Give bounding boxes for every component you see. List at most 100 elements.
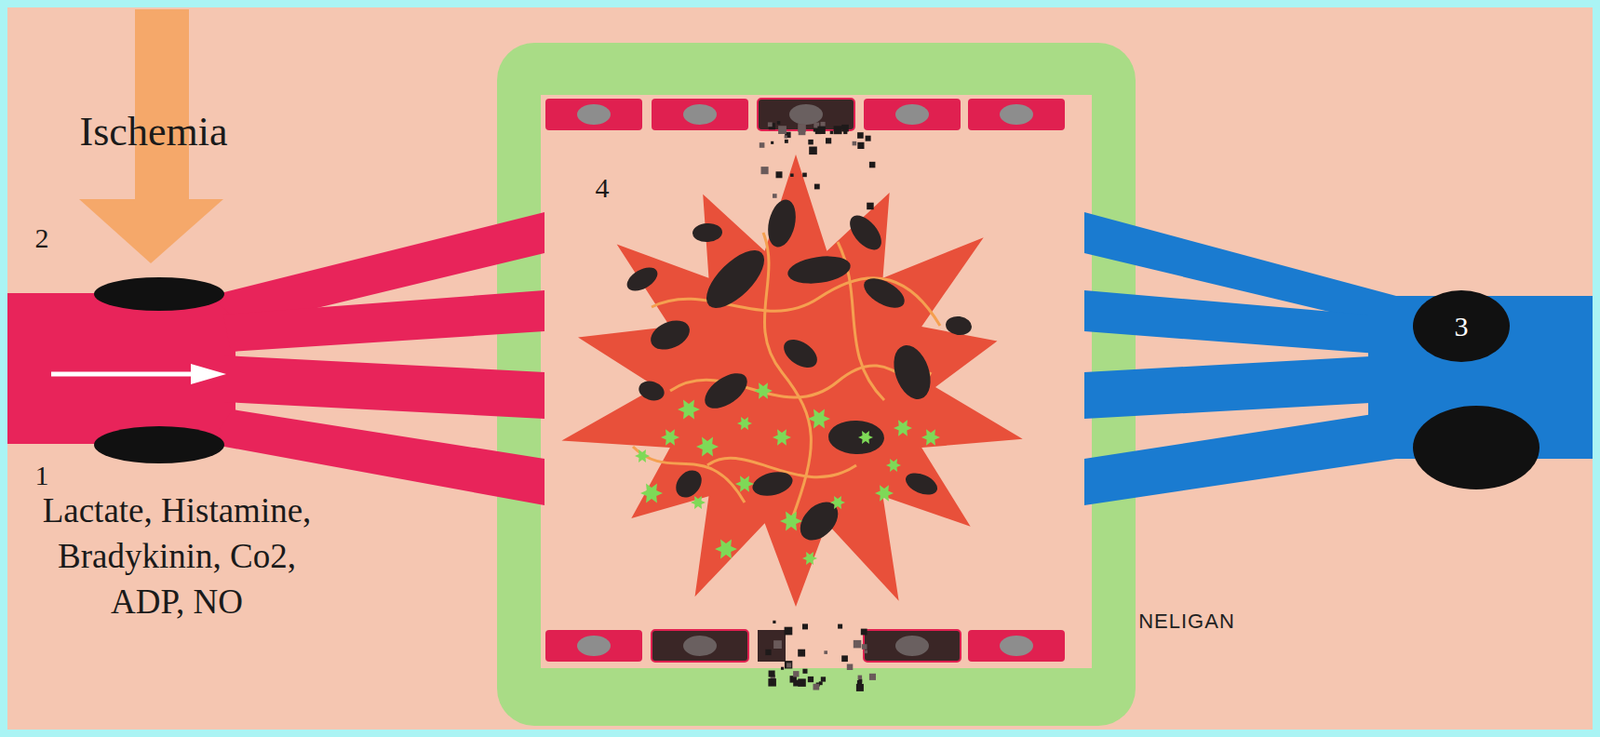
- debris-particle: [841, 124, 849, 133]
- green-granule: [886, 458, 901, 472]
- endothelial-cell: [968, 98, 1065, 131]
- green-granule: [874, 484, 894, 501]
- necrosis-patch: [944, 314, 973, 337]
- ischemia-label: Ischemia: [55, 107, 252, 157]
- flow-arrowhead: [190, 363, 227, 385]
- green-granule: [660, 429, 680, 445]
- cell-nucleus: [683, 104, 717, 125]
- endothelial-cell: [968, 630, 1065, 662]
- cell-nucleus: [895, 635, 929, 657]
- debris-particle: [784, 627, 794, 636]
- endothelial-cell: [651, 98, 749, 131]
- clamp-oval: [1412, 405, 1540, 490]
- debris-particle: [807, 139, 814, 146]
- endothelial-cell: [545, 630, 643, 662]
- green-granule: [640, 484, 663, 504]
- debris-particle: [776, 171, 783, 178]
- necrotic-core: [561, 154, 1022, 607]
- necrosis-patch: [887, 340, 938, 404]
- green-granule: [677, 400, 700, 420]
- green-granule: [714, 539, 738, 560]
- debris-particle: [858, 675, 863, 681]
- vein-clamp-oval: 3: [1412, 290, 1510, 363]
- debris-particle: [786, 662, 792, 668]
- debris-particle: [772, 193, 778, 199]
- debris-particle: [852, 141, 858, 147]
- debris-particle: [765, 649, 771, 656]
- damaged-cell: [757, 98, 855, 131]
- ischemia-arrow: [134, 9, 189, 202]
- debris-particle: [817, 126, 825, 135]
- debris-particle: [772, 620, 776, 624]
- debris-particle: [784, 134, 788, 138]
- clamp-oval: [94, 426, 225, 464]
- debris-particle: [853, 640, 862, 649]
- debris-particle: [793, 671, 799, 677]
- green-granule: [921, 429, 941, 445]
- debris-particle: [808, 147, 818, 156]
- debris-particle: [869, 161, 876, 169]
- debris-particle: [864, 650, 869, 655]
- cell-debris: [759, 121, 876, 692]
- damaged-cell: [651, 630, 749, 662]
- debris-particle: [825, 137, 832, 144]
- necrosis-patch: [764, 197, 801, 251]
- endothelial-cell: [863, 98, 961, 131]
- green-granule: [858, 430, 874, 444]
- green-granule: [802, 551, 818, 565]
- cell-nucleus: [999, 635, 1034, 657]
- necrosis-patch: [779, 334, 823, 374]
- debris-particle: [767, 678, 777, 687]
- necrosis-patch: [697, 241, 774, 318]
- debris-particle: [798, 128, 807, 136]
- damaged-cell: [757, 630, 786, 662]
- damaged-cell: [863, 630, 961, 662]
- green-granule: [753, 382, 773, 399]
- debris-particle: [823, 650, 828, 655]
- mediator-list: Lactate, Histamine, Bradykinin, Co2, ADP…: [27, 487, 326, 625]
- cell-nucleus: [683, 635, 717, 657]
- debris-particle: [820, 121, 826, 127]
- debris-particle: [797, 649, 806, 658]
- debris-particle: [777, 121, 781, 125]
- debris-particle: [830, 131, 834, 135]
- cell-nucleus: [895, 104, 929, 125]
- debris-particle: [784, 139, 789, 144]
- debris-particle: [847, 664, 854, 672]
- debris-particle: [837, 624, 843, 630]
- cell-nucleus: [577, 635, 611, 657]
- necrosis-patch: [691, 222, 723, 243]
- background: [7, 7, 1593, 730]
- endothelial-cell: [545, 98, 643, 131]
- debris-particle: [861, 644, 868, 650]
- debris-particle: [790, 174, 794, 178]
- callout-number: 3: [1454, 310, 1469, 342]
- callout-number: 4: [588, 171, 617, 205]
- necrosis-patch: [859, 272, 910, 314]
- debris-particle: [819, 681, 823, 686]
- debris-particle: [860, 629, 868, 636]
- green-granule: [690, 496, 706, 510]
- necrosis-patch: [636, 377, 668, 404]
- debris-particle: [767, 121, 773, 127]
- necrosis-patch: [750, 468, 795, 500]
- debris-particle: [865, 135, 872, 142]
- debris-particle: [814, 184, 821, 190]
- green-granule: [634, 449, 650, 463]
- debris-particle: [773, 640, 782, 649]
- watermark: NELIGAN: [1121, 608, 1252, 635]
- debris-particle: [807, 676, 814, 683]
- green-granule: [696, 437, 719, 458]
- debris-particle: [857, 132, 864, 139]
- debris-particle: [778, 125, 787, 135]
- green-granule: [807, 409, 831, 430]
- necrosis-patch: [902, 469, 942, 499]
- artery: [7, 212, 545, 506]
- green-granule: [893, 419, 913, 436]
- flow-arrow: [51, 372, 198, 377]
- green-granule: [830, 496, 846, 510]
- green-granule: [779, 511, 803, 532]
- cell-nucleus: [999, 104, 1034, 125]
